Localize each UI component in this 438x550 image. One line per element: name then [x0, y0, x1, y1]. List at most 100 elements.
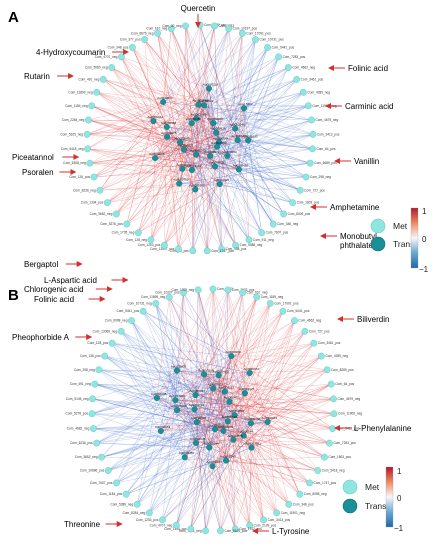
met-node — [108, 339, 116, 347]
met-node — [302, 173, 310, 181]
met-node — [330, 395, 337, 403]
met-node — [306, 159, 314, 167]
trans-node-label: Ag0001749 — [190, 113, 206, 117]
edge-line — [99, 120, 154, 191]
met-node-label: Com_10207_pos — [155, 291, 180, 295]
edge-line — [234, 343, 314, 416]
edge-line — [251, 447, 300, 495]
edge-line — [156, 292, 243, 399]
edge-line — [238, 56, 279, 170]
edge-line — [212, 355, 322, 467]
edge-line — [179, 183, 301, 191]
edge-line — [203, 374, 236, 529]
edge-line — [177, 409, 244, 436]
compound-annotation-label: Threonine — [64, 520, 101, 529]
edge-line — [93, 136, 168, 178]
met-node — [239, 29, 246, 37]
edge-line — [197, 289, 219, 376]
edge-line — [96, 394, 196, 444]
edge-line — [156, 375, 219, 399]
met-node-label: Com_5276_pos — [100, 222, 123, 226]
edge-line — [195, 288, 214, 396]
edge-line — [176, 460, 227, 526]
compound-annotation-label: Folinic acid — [348, 64, 388, 73]
edge-line — [121, 56, 220, 143]
edge-line — [116, 421, 197, 484]
edge-line — [149, 460, 227, 514]
met-node-label: Com_4662_neg — [292, 66, 315, 70]
edge-line — [213, 105, 309, 124]
edge-line — [196, 47, 268, 155]
met-node — [85, 116, 92, 124]
edge-line — [196, 421, 277, 513]
edge-line — [203, 105, 262, 233]
met-legend-label: Met — [393, 221, 408, 231]
edge-line — [108, 421, 197, 471]
edge-line — [235, 128, 250, 240]
met-node-label: Com_610_neg — [247, 291, 268, 295]
edge-line — [93, 421, 268, 429]
met-node-label: Com_727_pos — [309, 329, 330, 333]
edge-line — [144, 39, 214, 124]
trans-node-label: Ag0002048 — [229, 123, 245, 127]
edge-line — [160, 430, 310, 484]
edge-line — [195, 56, 279, 190]
edge-line — [87, 101, 164, 149]
edge-line — [179, 142, 208, 251]
trans-node-label: Ag0000044 — [238, 430, 254, 434]
edge-line — [156, 397, 318, 471]
met-node-label: Com_298_neg — [74, 368, 95, 372]
edge-line — [212, 288, 268, 422]
edge-line — [244, 392, 325, 458]
edge-line — [99, 101, 164, 191]
edge-line — [108, 374, 205, 471]
met-node-label: Com_377_pos — [120, 38, 141, 42]
edge-line — [177, 409, 325, 458]
edge-line — [96, 92, 154, 122]
trans-node — [230, 436, 237, 443]
trans-node-label: Ag0002013 — [219, 386, 235, 390]
edge-line — [237, 92, 304, 141]
edge-line — [204, 342, 314, 375]
edge-line — [176, 388, 214, 526]
edge-line — [251, 320, 295, 448]
edge-line — [213, 388, 230, 402]
edge-line — [157, 33, 183, 169]
trans-node — [240, 432, 247, 439]
met-node — [133, 500, 141, 508]
edge-line — [212, 343, 315, 467]
met-node — [310, 339, 318, 347]
edge-line — [164, 149, 185, 246]
trans-legend-swatch — [370, 236, 386, 252]
compound-annotation-label: Piceatannol — [12, 153, 54, 162]
trans-node-label: Ag0004263 — [229, 409, 245, 413]
met-node-label: Com_11901_neg — [281, 511, 305, 515]
edge-line — [155, 303, 244, 436]
trans-node-label: Ag0001044 — [203, 442, 219, 446]
met-node — [128, 317, 135, 324]
edge-line — [137, 392, 246, 505]
edge-line — [126, 447, 252, 495]
edge-line — [209, 343, 314, 448]
edge-line — [238, 162, 311, 170]
edge-line — [126, 423, 252, 495]
met-node-label: Com_2139_pos — [254, 523, 277, 527]
edge-line — [199, 24, 238, 141]
edge-line — [93, 123, 192, 178]
edge-line — [184, 355, 322, 458]
edge-line — [196, 154, 239, 170]
trans-node — [179, 165, 186, 172]
edge-line — [93, 428, 227, 461]
edge-line — [149, 370, 178, 513]
edge-line — [163, 28, 172, 102]
edge-line — [214, 414, 235, 430]
edge-line — [175, 320, 295, 401]
edge-line — [126, 430, 224, 495]
met-node — [117, 53, 125, 61]
edge-line — [229, 303, 271, 402]
edge-line — [98, 369, 197, 423]
edge-line — [160, 288, 214, 432]
edge-line — [194, 355, 232, 410]
edge-line — [216, 119, 312, 147]
met-node — [266, 299, 274, 307]
